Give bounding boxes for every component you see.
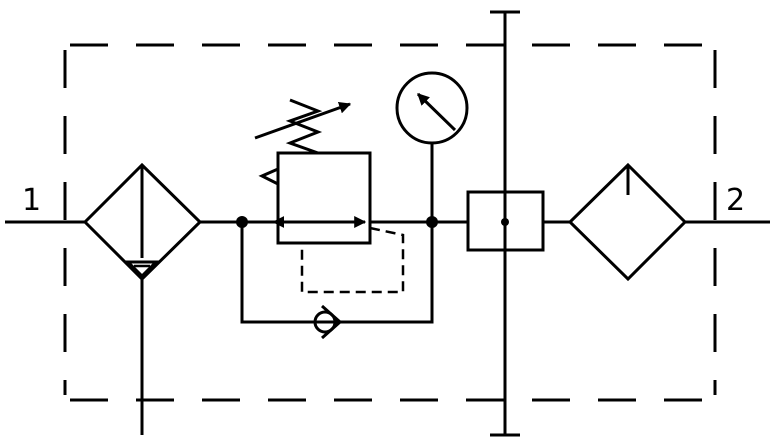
pressure-regulator-symbol	[254, 98, 405, 294]
inlet-port-label: 1	[22, 183, 41, 218]
check-valve-ball-icon	[313, 310, 337, 334]
filter-with-drain-symbol	[82, 162, 203, 435]
adjustable-spring-icon	[285, 98, 323, 155]
modular-connector-block	[466, 10, 545, 437]
bypass-check-valve-line	[240, 222, 434, 340]
lubricator-symbol	[567, 162, 688, 282]
enclosure-boundary	[63, 43, 717, 402]
pilot-line	[300, 226, 405, 294]
outlet-port-label: 2	[726, 183, 745, 218]
pressure-gauge-symbol	[395, 71, 469, 222]
